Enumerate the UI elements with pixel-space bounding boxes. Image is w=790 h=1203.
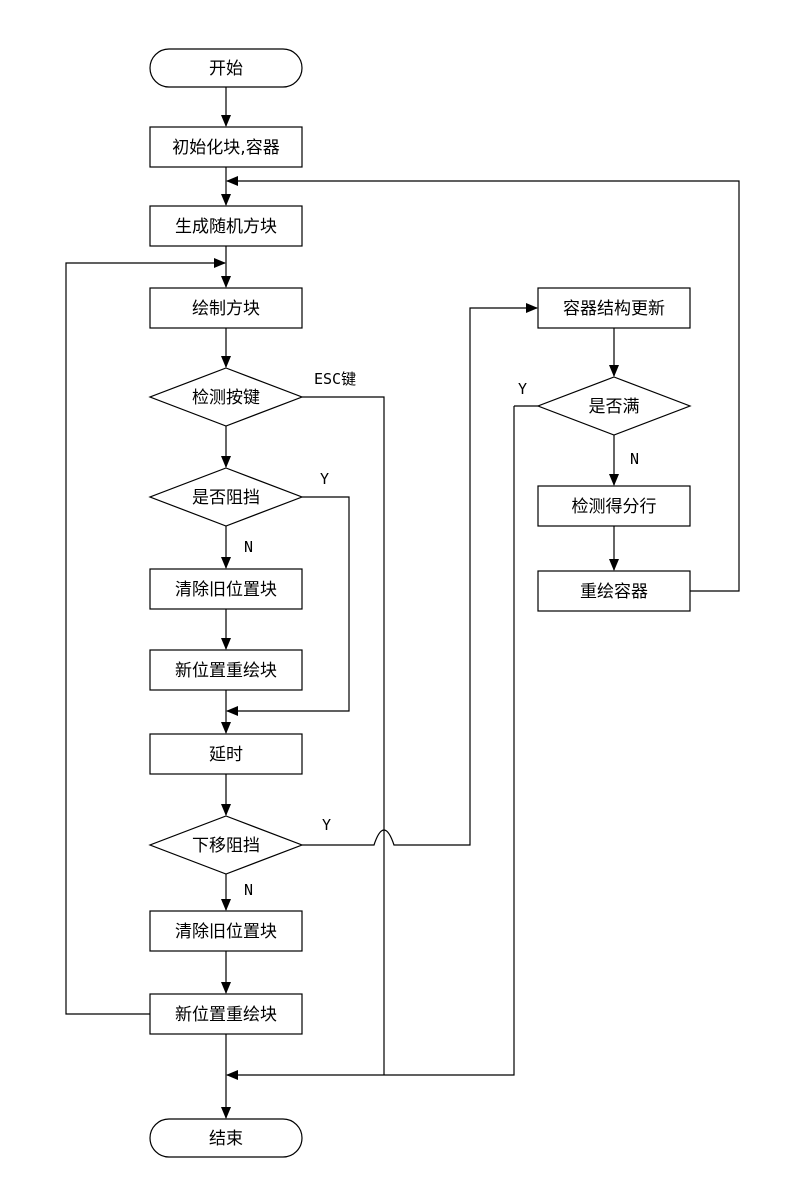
redraw-block-label-2: 新位置重绘块 [175,1005,277,1025]
container-update-label: 容器结构更新 [563,299,665,319]
clear-old-block-label: 清除旧位置块 [175,580,277,600]
clear-old-block-process: 清除旧位置块 [149,568,303,610]
init-label: 初始化块,容器 [172,138,279,158]
start-label: 开始 [209,59,243,79]
delay-label: 延时 [209,745,243,765]
is-blocked-decision: 是否阻挡 [148,467,304,527]
edge-blocked-yes-bypass [226,496,350,716]
blocked-no-label: N [244,538,253,556]
start-terminal: 开始 [149,48,303,88]
is-full-label: 是否满 [589,397,640,417]
generate-block-process: 生成随机方块 [149,205,303,247]
end-terminal: 结束 [149,1118,303,1158]
edge-esc-to-end [302,396,385,1075]
detect-score-rows-label: 检测得分行 [572,497,657,517]
is-blocked-label: 是否阻挡 [192,488,260,508]
clear-old-block-process-2: 清除旧位置块 [149,910,303,952]
delay-process: 延时 [149,733,303,775]
end-label: 结束 [209,1129,243,1149]
init-process: 初始化块,容器 [149,126,303,168]
edge-loop-back-to-draw [65,258,226,1015]
clear-old-block-label-2: 清除旧位置块 [175,922,277,942]
blocked-yes-label: Y [320,470,329,488]
repaint-container-label: 重绘容器 [580,582,648,602]
redraw-block-label: 新位置重绘块 [175,661,277,681]
move-down-no-label: N [244,881,253,899]
detect-key-label: 检测按键 [192,388,260,408]
edge-repaint-to-generate [226,176,740,592]
move-down-blocked-decision: 下移阻挡 [148,815,304,875]
move-down-blocked-label: 下移阻挡 [192,836,260,856]
edge-move-down-yes [302,303,538,846]
detect-key-decision: 检测按键 [148,367,304,427]
is-full-decision: 是否满 [536,376,692,436]
repaint-container-process: 重绘容器 [537,570,691,612]
full-no-label: N [630,450,639,468]
move-down-yes-label: Y [322,816,331,834]
redraw-block-process: 新位置重绘块 [149,649,303,691]
draw-block-label: 绘制方块 [192,299,260,319]
draw-block-process: 绘制方块 [149,287,303,329]
edge-merge-to-end [226,406,515,1080]
esc-key-label: ESC键 [314,370,356,388]
redraw-block-process-2: 新位置重绘块 [149,993,303,1035]
full-yes-label: Y [518,380,527,398]
container-update-process: 容器结构更新 [537,287,691,329]
generate-block-label: 生成随机方块 [175,217,277,237]
detect-score-rows-process: 检测得分行 [537,485,691,527]
